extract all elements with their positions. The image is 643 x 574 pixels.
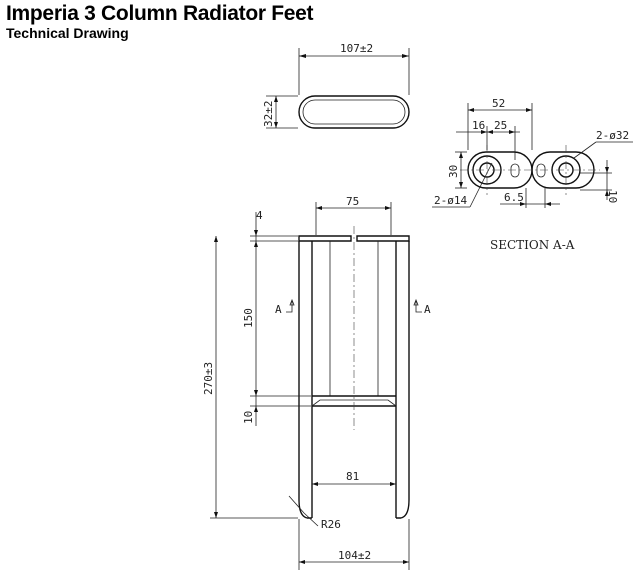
dim-front-mid-height: 150 [242, 308, 255, 328]
section-mark-right: A [424, 303, 431, 316]
dim-front-top-gap: 4 [256, 209, 263, 222]
dim-top-width: 107±2 [340, 42, 373, 55]
top-plate-right [356, 235, 410, 242]
slot-left [510, 163, 520, 178]
page-title: Imperia 3 Column Radiator Feet [6, 2, 314, 25]
dim-front-inner-width: 81 [346, 470, 359, 483]
dim-section-offset-b: 25 [494, 119, 507, 132]
top-view-outline [298, 95, 410, 129]
dim-front-overall-height: 270±3 [202, 362, 215, 395]
dim-section-slot: 6.5 [504, 191, 524, 204]
dim-front-top-width: 75 [346, 195, 359, 208]
section-mark-left: A [275, 303, 282, 316]
dim-front-base-width: 104±2 [338, 549, 371, 562]
front-view: A A 75 4 150 270±3 10 81 [202, 195, 431, 570]
dim-top-depth: 32±2 [262, 101, 275, 128]
dim-section-offset-a: 16 [472, 119, 485, 132]
dim-section-overall: 52 [492, 97, 505, 110]
dim-section-height: 30 [447, 165, 460, 178]
dim-front-radius: R26 [321, 518, 341, 531]
right-leg-outer [400, 241, 410, 519]
dim-front-step: 10 [242, 411, 255, 424]
page-subtitle: Technical Drawing [6, 25, 129, 41]
section-detail: 52 16 25 30 2-ø32 10 6.5 2-ø14 [432, 97, 633, 208]
dim-section-holes-large: 2-ø32 [596, 129, 629, 142]
slot-right [536, 163, 546, 178]
section-label: SECTION A-A [490, 238, 575, 252]
left-leg-outer [298, 241, 308, 519]
top-view: 107±2 32±2 [262, 42, 410, 129]
top-view-inner-outline [302, 99, 406, 125]
dim-section-holes-small: 2-ø14 [434, 194, 467, 207]
dim-section-thickness: 10 [606, 190, 619, 203]
top-plate-left [298, 235, 352, 242]
